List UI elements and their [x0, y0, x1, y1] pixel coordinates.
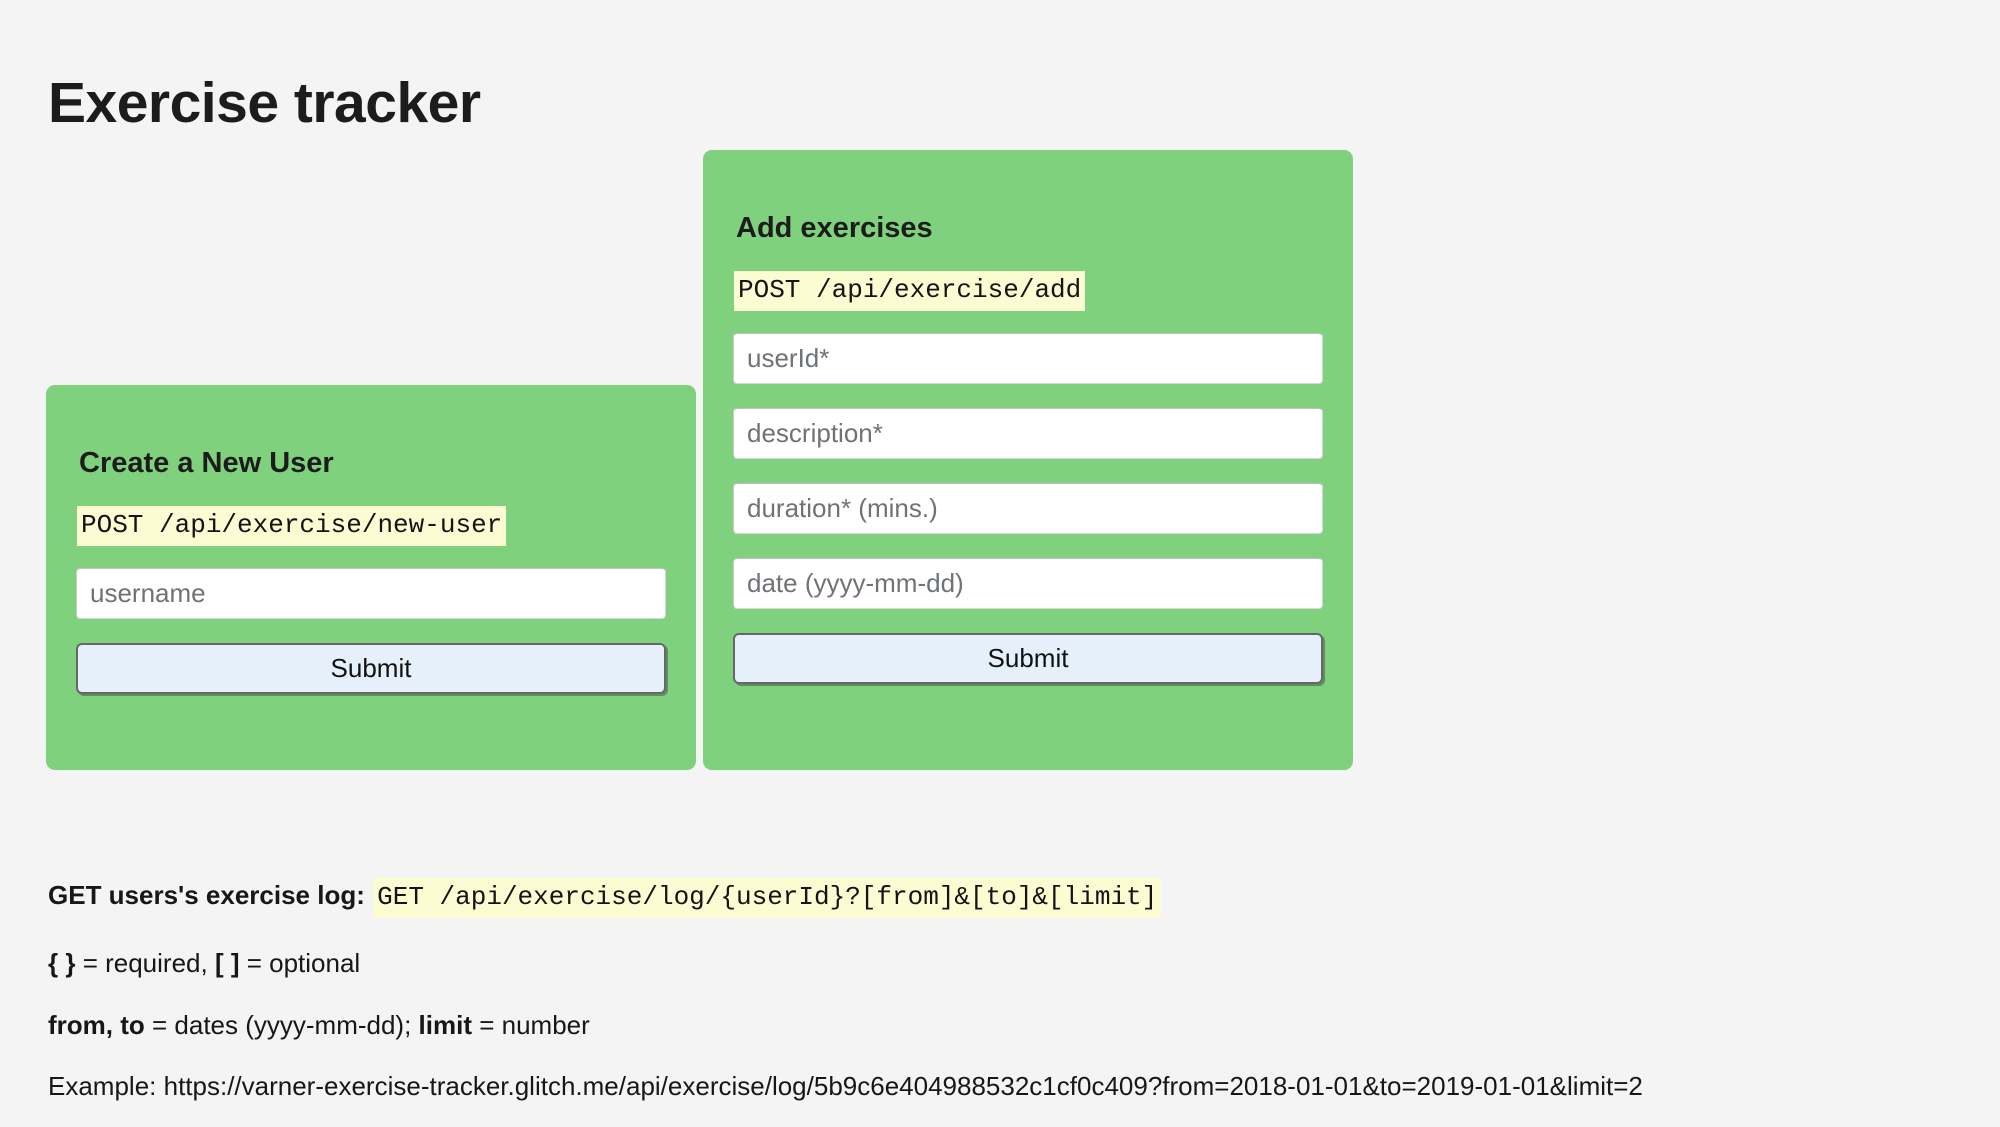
legend-required-token: { } [48, 947, 76, 978]
submit-button-add-exercises[interactable]: Submit [733, 632, 1323, 684]
legend-optional-text: = optional [239, 947, 361, 978]
endpoint-code-new-user: POST /api/exercise/new-user [77, 506, 507, 546]
endpoint-row-new-user: POST /api/exercise/new-user [76, 506, 666, 546]
params-from-to-token: from, to [48, 1009, 145, 1040]
legend-optional-token: [ ] [214, 947, 240, 978]
doc-line-legend: { } = required, [ ] = optional [48, 948, 1948, 980]
username-input[interactable] [76, 567, 666, 619]
userid-input[interactable] [733, 332, 1323, 384]
api-documentation: GET users's exercise log: GET /api/exerc… [48, 852, 1948, 1103]
endpoint-code-add-exercises: POST /api/exercise/add [734, 271, 1086, 311]
endpoint-row-add-exercises: POST /api/exercise/add [733, 271, 1323, 311]
get-log-label: GET users's exercise log: [48, 880, 365, 910]
doc-line-params: from, to = dates (yyyy-mm-dd); limit = n… [48, 1010, 1948, 1042]
doc-line-get-log: GET users's exercise log: GET /api/exerc… [48, 878, 1948, 918]
panel-add-exercises: Add exercises POST /api/exercise/add Sub… [703, 150, 1353, 770]
params-from-to-text: = dates (yyyy-mm-dd); [144, 1009, 419, 1040]
legend-required-text: = required, [75, 947, 215, 978]
get-log-endpoint-code: GET /api/exercise/log/{userId}?[from]&[t… [373, 878, 1162, 918]
params-limit-token: limit [418, 1009, 472, 1040]
page-title: Exercise tracker [48, 71, 481, 136]
doc-line-example: Example: https://varner-exercise-tracker… [48, 1071, 1948, 1103]
form-fields-new-user: Submit [76, 567, 666, 694]
date-input[interactable] [733, 557, 1323, 609]
params-limit-text: = number [472, 1009, 590, 1040]
submit-button-new-user[interactable]: Submit [76, 642, 666, 694]
panel-heading-add-exercises: Add exercises [736, 212, 933, 244]
example-url: https://varner-exercise-tracker.glitch.m… [163, 1071, 1643, 1102]
description-input[interactable] [733, 407, 1323, 459]
example-label: Example: [48, 1071, 164, 1102]
panel-create-new-user: Create a New User POST /api/exercise/new… [46, 385, 696, 770]
duration-input[interactable] [733, 482, 1323, 534]
form-fields-add-exercises: Submit [733, 332, 1323, 684]
panel-heading-create-new-user: Create a New User [79, 447, 334, 479]
